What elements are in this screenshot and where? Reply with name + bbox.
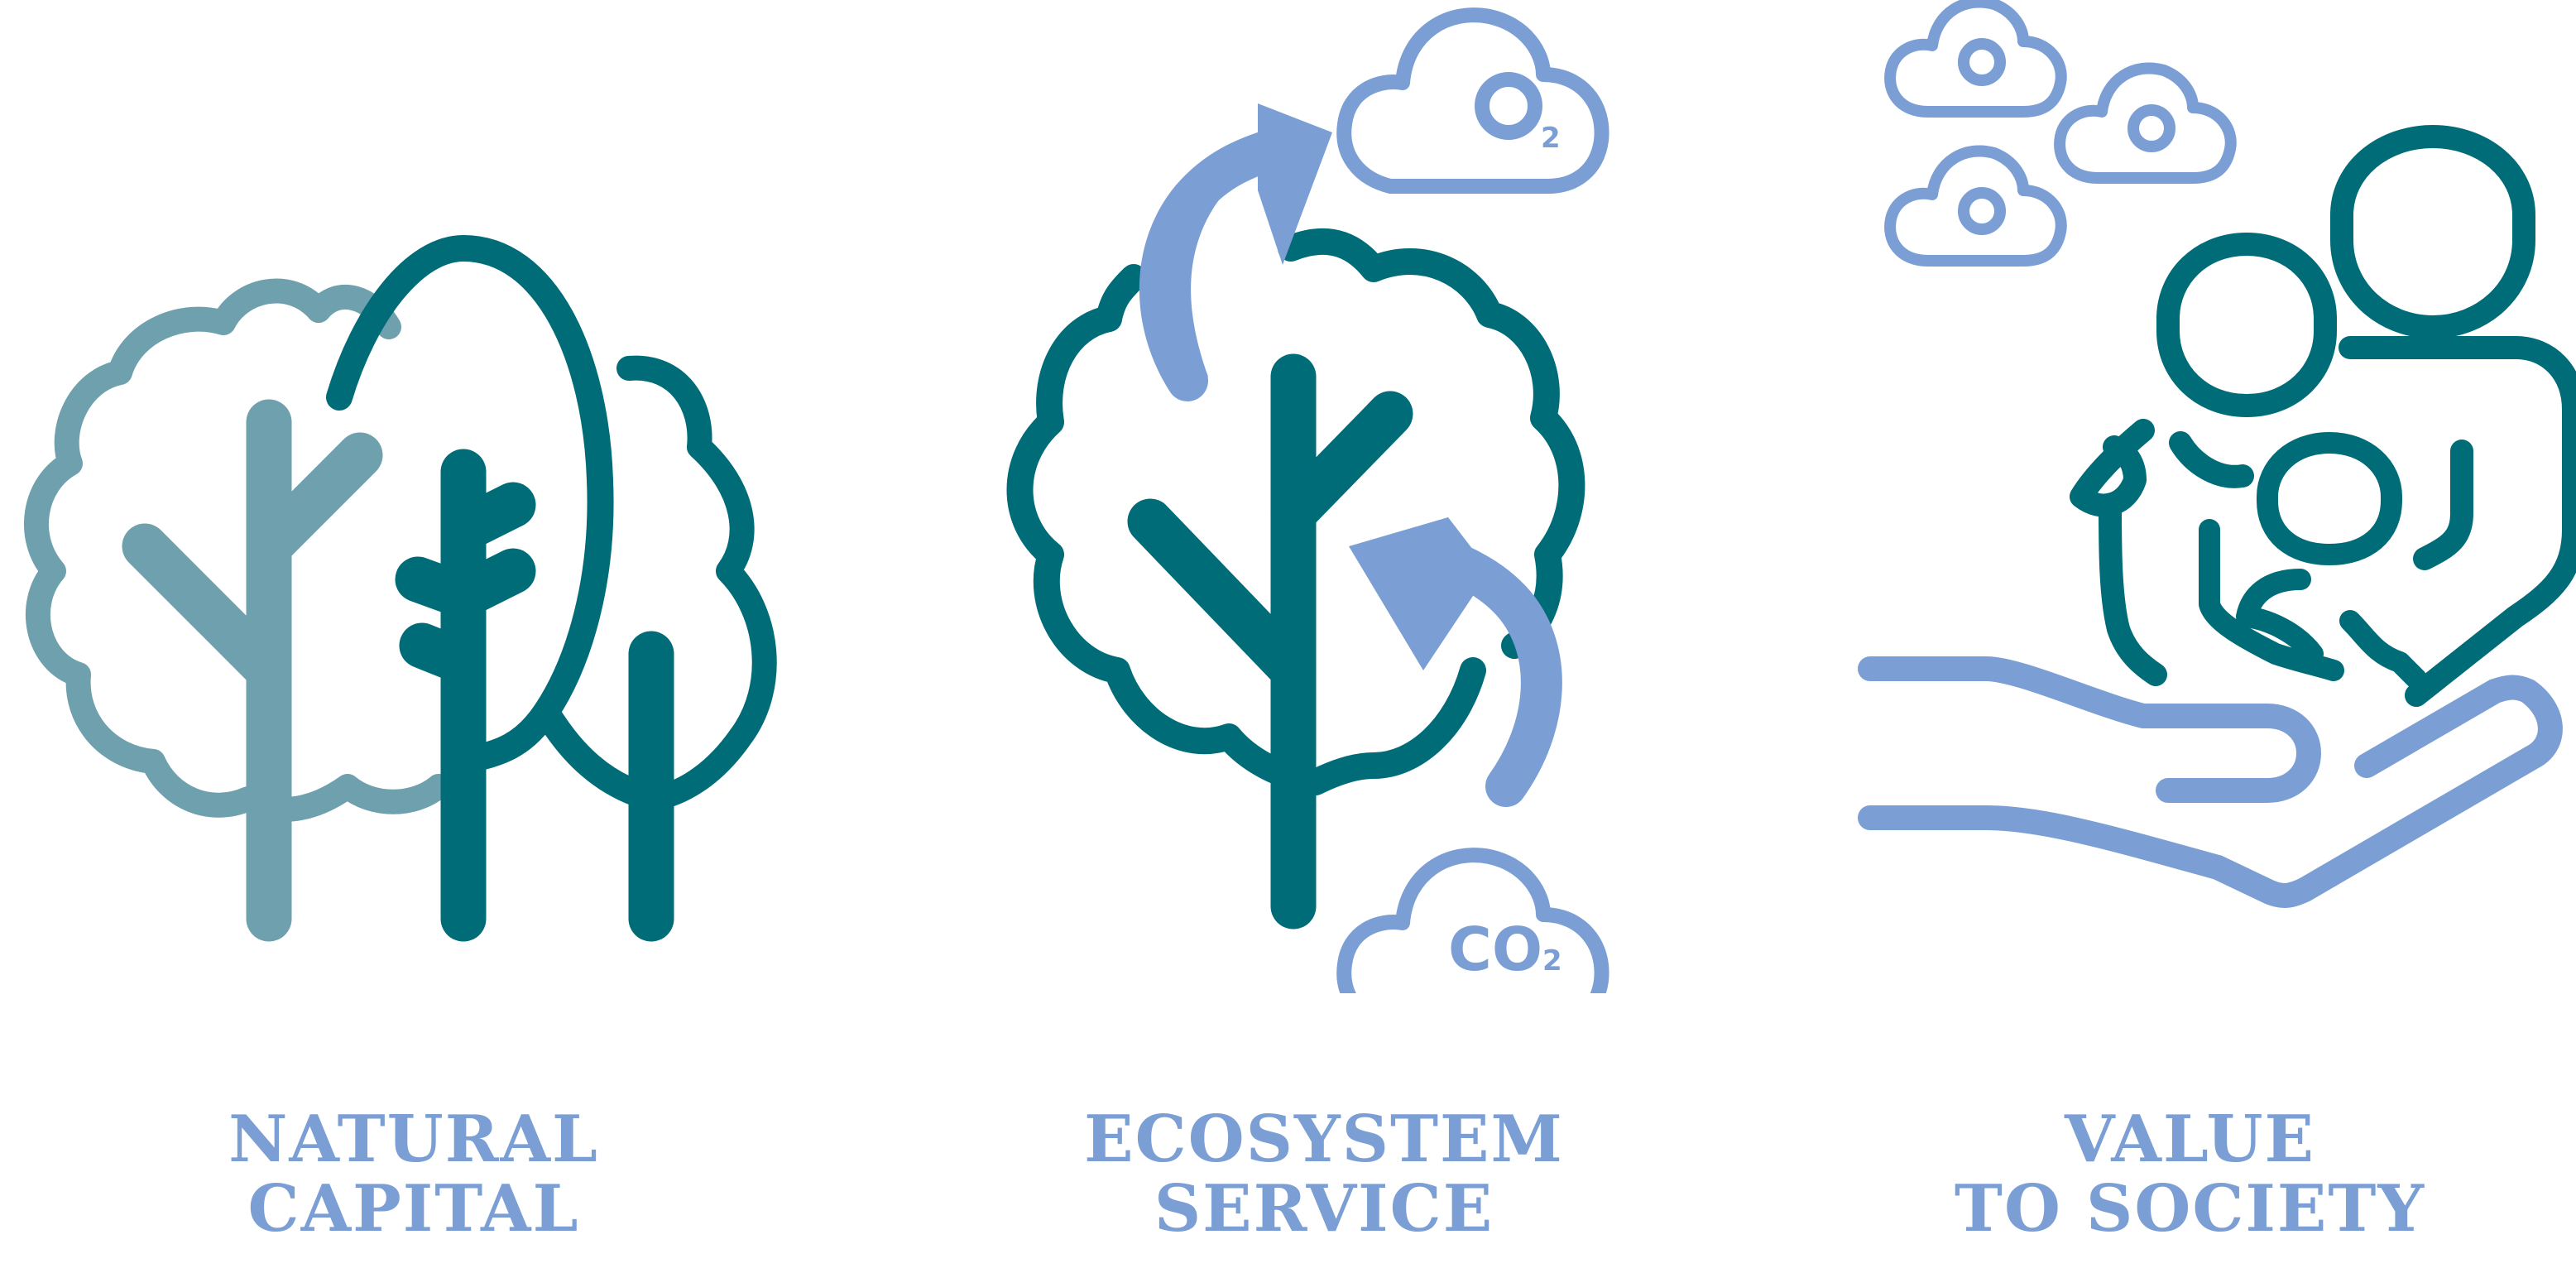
round-tree-icon — [616, 355, 777, 811]
child-icon — [2199, 432, 2427, 689]
cloud-co2-subscript: 2 — [1542, 944, 1562, 978]
panel-value-to-society: VALUE TO SOCIETY — [1804, 0, 2576, 1273]
caption-natural-capital: NATURAL CAPITAL — [0, 1105, 827, 1244]
caption-value-to-society: VALUE TO SOCIETY — [1804, 1105, 2576, 1244]
caption-ecosystem-service: ECOSYSTEM SERVICE — [910, 1105, 1738, 1244]
panel-natural-capital: NATURAL CAPITAL — [0, 0, 827, 1273]
cloud-o2-small-1-icon — [1884, 0, 2067, 118]
tall-tree-trunk — [395, 449, 536, 942]
cloud-co2-icon — [1336, 848, 1609, 993]
light-tree-trunk — [122, 399, 383, 942]
caption-line-2: CAPITAL — [247, 1171, 580, 1247]
panel-ecosystem-service: 2 CO2 ECOSYSTEM SERVICE — [910, 0, 1738, 1273]
adult-2-icon — [2070, 233, 2337, 686]
tree-trunk — [1127, 353, 1413, 930]
caption-line-2: SERVICE — [1154, 1171, 1494, 1247]
tree-canopy — [1006, 228, 1585, 795]
arrow-down-icon — [1349, 517, 1562, 807]
family-in-hand-icon — [1858, 0, 2576, 908]
caption-line-1: ECOSYSTEM — [1084, 1102, 1564, 1177]
cloud-o2-small-2-icon — [2054, 62, 2237, 184]
cloud-co2-label: CO2 — [1448, 915, 1562, 984]
caption-line-2: TO SOCIETY — [1954, 1171, 2426, 1247]
tree-gas-exchange-icon: 2 — [1006, 7, 1609, 993]
adult-1-icon — [2330, 125, 2576, 707]
cloud-o2-icon — [1336, 7, 1609, 194]
trees-icon — [24, 235, 777, 942]
arrow-up-icon — [1139, 103, 1332, 401]
cloud-co2-text: CO — [1448, 915, 1543, 984]
caption-line-1: VALUE — [2064, 1102, 2316, 1177]
hand-icon — [1858, 656, 2563, 908]
caption-line-1: NATURAL — [228, 1102, 599, 1177]
cloud-o2-sub: 2 — [1541, 122, 1561, 155]
cloud-o2-small-3-icon — [1884, 145, 2067, 267]
light-tree-icon — [24, 278, 451, 822]
